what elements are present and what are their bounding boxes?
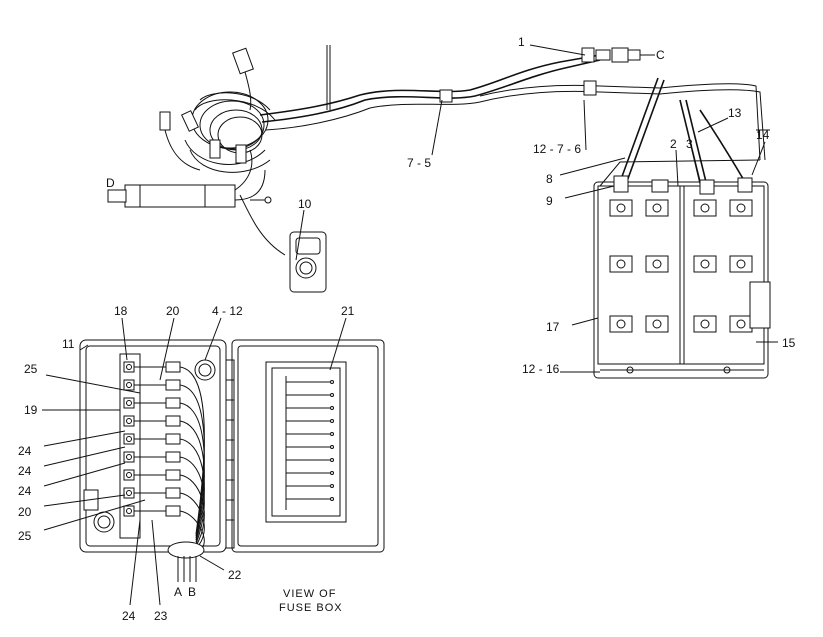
callout-3: 3: [686, 137, 693, 151]
fuse-connector: [165, 361, 181, 373]
fuse-screw: [126, 418, 132, 424]
callout-12-7-6: 12 - 7 - 6: [533, 142, 581, 156]
cover-label-dot: [330, 445, 334, 449]
cover-label-dot: [330, 419, 334, 423]
fuse-terminal: [123, 397, 135, 409]
callout-11: 11: [62, 337, 75, 351]
callout-24-d: 24: [122, 609, 136, 623]
fuse-terminal: [123, 469, 135, 481]
callout-letter-d: D: [106, 176, 115, 190]
callout-7-5: 7 - 5: [407, 156, 431, 170]
cover-label-dot: [330, 432, 334, 436]
callout-25-bottom: 25: [18, 529, 32, 543]
callout-8: 8: [546, 172, 553, 186]
fuse-terminal: [123, 415, 135, 427]
fuse-wire: [179, 438, 205, 543]
fuse-terminal: [123, 487, 135, 499]
callout-2: 2: [670, 137, 677, 151]
callout-24-b: 24: [18, 464, 32, 478]
callout-25-top: 25: [24, 362, 38, 376]
callout-15: 15: [782, 336, 796, 350]
fuse-connector: [165, 451, 181, 463]
callout-letter-c: C: [656, 48, 665, 62]
main-harness: [107, 45, 766, 293]
callout-24-a: 24: [18, 444, 32, 458]
callout-20-top: 20: [166, 304, 180, 318]
callout-labels: 1 C 12 - 7 - 6 7 - 5 10 D 2 3 13 14 8 9 …: [18, 35, 796, 623]
callout-17: 17: [546, 320, 560, 334]
cover-label-dot: [330, 380, 334, 384]
callout-22: 22: [228, 568, 242, 582]
callout-letter-a: A: [174, 585, 182, 599]
fuse-terminal: [123, 433, 135, 445]
fuse-terminal: [123, 361, 135, 373]
grommet: [167, 541, 205, 582]
fuse-rows: [123, 361, 205, 551]
fuse-screw: [126, 382, 132, 388]
callout-19: 19: [24, 403, 38, 417]
callout-13: 13: [728, 106, 742, 120]
cover-label-dot: [330, 471, 334, 475]
caption: VIEW OF FUSE BOX: [279, 588, 343, 614]
fuse-connector: [165, 379, 181, 391]
fuse-connector: [165, 415, 181, 427]
leader-lines: [42, 44, 778, 606]
caption-line-1: VIEW OF: [283, 588, 336, 600]
fuse-wire: [179, 492, 205, 549]
cover-label-dot: [330, 484, 334, 488]
fuse-screw: [126, 454, 132, 460]
fuse-screw: [126, 508, 132, 514]
fuse-wire: [179, 474, 205, 547]
callout-24-c: 24: [18, 484, 32, 498]
fuse-terminal: [123, 451, 135, 463]
fuse-screw: [126, 364, 132, 370]
fuse-screw: [126, 400, 132, 406]
fuse-box-hinge: [225, 359, 235, 549]
fuse-wire: [179, 366, 205, 535]
battery-terminals: [609, 199, 753, 333]
fuse-box-cover: [231, 339, 385, 553]
fuse-connector: [165, 505, 181, 517]
callout-23: 23: [154, 609, 168, 623]
callout-4-12: 4 - 12: [212, 304, 243, 318]
fuse-connector: [165, 433, 181, 445]
callout-10: 10: [298, 197, 312, 211]
fuse-wire: [179, 402, 205, 539]
fuse-wire: [179, 384, 205, 537]
fuse-terminal: [123, 379, 135, 391]
cover-label-dot: [330, 458, 334, 462]
fuse-screw: [126, 472, 132, 478]
fuse-wire: [179, 420, 205, 541]
callout-21: 21: [341, 304, 355, 318]
fuse-screw: [126, 436, 132, 442]
fuse-wire: [179, 456, 205, 545]
fuse-terminal: [123, 505, 135, 517]
fuse-connector: [165, 397, 181, 409]
callout-letter-b: B: [188, 585, 196, 599]
cover-label-dot: [330, 497, 334, 501]
fuse-connector: [165, 469, 181, 481]
fuse-screw: [126, 490, 132, 496]
cover-label-dot: [330, 406, 334, 410]
callout-12-16: 12 - 16: [522, 362, 560, 376]
callout-14: 14: [756, 128, 770, 142]
callout-9: 9: [546, 194, 553, 208]
callout-20-bottom: 20: [18, 505, 32, 519]
cover-label-dot: [330, 393, 334, 397]
caption-line-2: FUSE BOX: [279, 602, 343, 614]
fuse-connector: [165, 487, 181, 499]
callout-18: 18: [114, 304, 128, 318]
callout-1: 1: [518, 35, 525, 49]
battery-assembly: [593, 77, 771, 379]
